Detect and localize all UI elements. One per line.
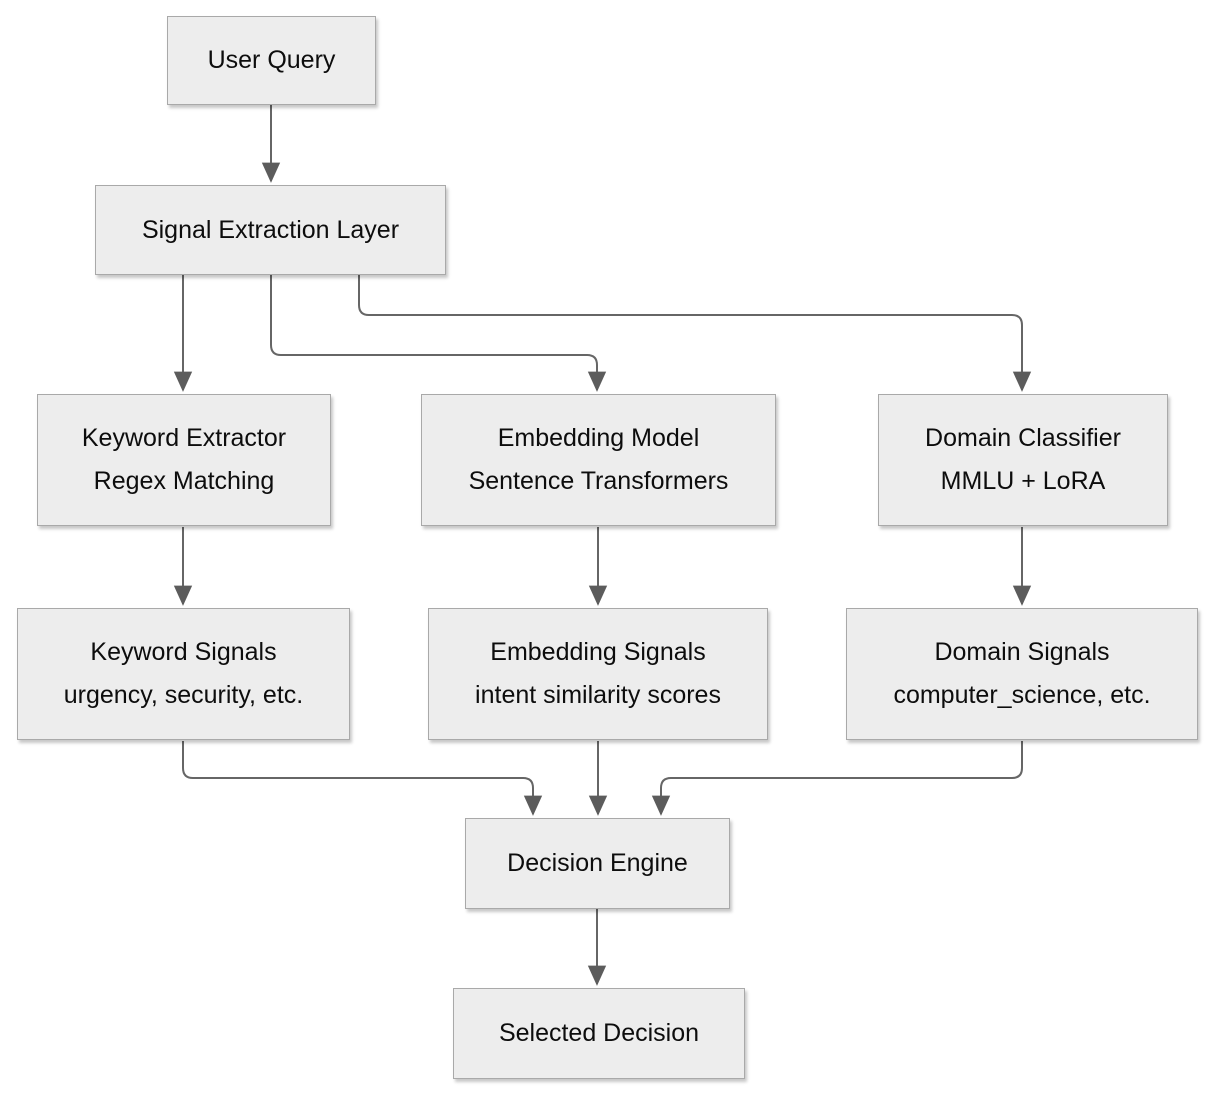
node-domain-classifier-title: Domain Classifier [925, 424, 1121, 452]
node-domain-classifier-subtitle: MMLU + LoRA [940, 467, 1106, 495]
node-embedding-signals-title: Embedding Signals [490, 638, 706, 666]
node-selected-decision: Selected Decision [453, 988, 745, 1079]
node-domain-signals-subtitle: computer_science, etc. [893, 681, 1151, 709]
node-selected-decision-label: Selected Decision [498, 1019, 700, 1047]
edge-keyword-signals-to-decision-engine [182, 741, 543, 816]
node-decision-engine: Decision Engine [465, 818, 730, 909]
node-keyword-extractor: Keyword Extractor Regex Matching [37, 394, 331, 526]
node-user-query: User Query [167, 16, 376, 105]
node-embedding-model: Embedding Model Sentence Transformers [421, 394, 776, 526]
node-keyword-extractor-subtitle: Regex Matching [93, 467, 275, 495]
node-keyword-extractor-title: Keyword Extractor [81, 424, 287, 452]
edge-signal-extraction-to-domain-classifier [358, 275, 1032, 392]
node-keyword-signals: Keyword Signals urgency, security, etc. [17, 608, 350, 740]
node-embedding-signals-subtitle: intent similarity scores [475, 681, 721, 709]
node-domain-signals-title: Domain Signals [934, 638, 1110, 666]
edge-signal-extraction-to-embedding-model [270, 275, 607, 392]
edge-domain-signals-to-decision-engine [651, 741, 1023, 816]
node-keyword-signals-subtitle: urgency, security, etc. [63, 681, 304, 709]
node-signal-extraction-layer-label: Signal Extraction Layer [141, 215, 400, 244]
node-embedding-model-subtitle: Sentence Transformers [468, 467, 729, 495]
node-decision-engine-label: Decision Engine [507, 849, 688, 877]
node-domain-classifier: Domain Classifier MMLU + LoRA [878, 394, 1168, 526]
node-embedding-signals: Embedding Signals intent similarity scor… [428, 608, 768, 740]
node-embedding-model-title: Embedding Model [497, 424, 700, 452]
node-keyword-signals-title: Keyword Signals [90, 638, 277, 666]
node-user-query-label: User Query [207, 46, 336, 74]
node-domain-signals: Domain Signals computer_science, etc. [846, 608, 1198, 740]
node-signal-extraction-layer: Signal Extraction Layer [95, 185, 446, 275]
